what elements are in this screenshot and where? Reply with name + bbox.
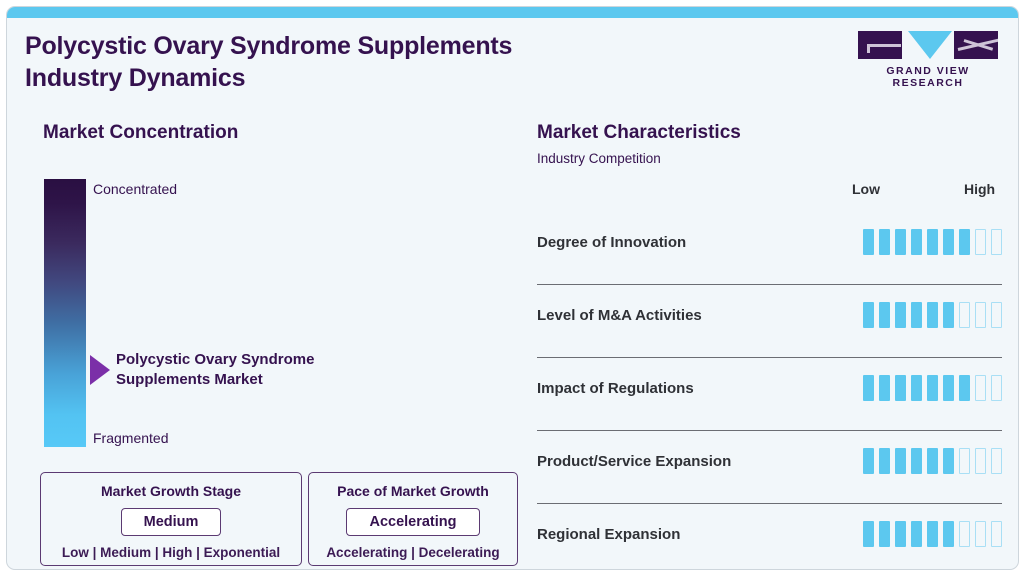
rating-segment-filled xyxy=(927,302,938,328)
market-concentration-heading: Market Concentration xyxy=(43,122,239,143)
rating-segment-filled xyxy=(911,229,922,255)
rating-segment-filled xyxy=(943,375,954,401)
row-divider xyxy=(537,429,1002,431)
rating-segment-filled xyxy=(895,521,906,547)
market-position-pointer-icon xyxy=(90,355,110,385)
rating-segment-empty xyxy=(959,521,970,547)
rating-segment-empty xyxy=(991,448,1002,474)
market-characteristic-rating-bars xyxy=(863,229,1002,255)
market-characteristic-row-inner: Regional Expansion xyxy=(537,504,1002,564)
rating-segment-empty xyxy=(991,521,1002,547)
rating-segment-empty xyxy=(975,521,986,547)
rating-segment-filled xyxy=(911,302,922,328)
market-characteristic-label: Degree of Innovation xyxy=(537,233,687,251)
market-characteristic-row-inner: Degree of Innovation xyxy=(537,212,1002,272)
market-characteristic-label: Level of M&A Activities xyxy=(537,306,702,324)
pace-of-market-growth-scale: Accelerating | Decelerating xyxy=(326,545,500,560)
rating-segment-filled xyxy=(943,302,954,328)
rating-segment-empty xyxy=(959,448,970,474)
brand-logo: GRAND VIEW RESEARCH xyxy=(852,31,1004,89)
market-growth-stage-value: Medium xyxy=(120,508,222,536)
market-characteristic-label: Regional Expansion xyxy=(537,525,681,543)
market-characteristic-row: Degree of Innovation xyxy=(537,212,1002,285)
concentration-bottom-label: Fragmented xyxy=(93,430,169,446)
market-characteristic-label: Product/Service Expansion xyxy=(537,452,732,470)
rating-segment-empty xyxy=(991,302,1002,328)
top-accent-bar xyxy=(7,7,1018,18)
page-title-line-1: Polycystic Ovary Syndrome Supplements xyxy=(25,32,513,60)
logo-right-block-icon xyxy=(954,31,998,59)
rating-segment-filled xyxy=(879,521,890,547)
concentration-top-label: Concentrated xyxy=(93,181,178,197)
rating-segment-filled xyxy=(911,521,922,547)
market-characteristics-subheading: Industry Competition xyxy=(537,151,661,166)
market-characteristic-row-inner: Product/Service Expansion xyxy=(537,431,1002,491)
row-divider xyxy=(537,356,1002,358)
market-characteristics-heading: Market Characteristics xyxy=(537,122,741,143)
rating-segment-empty xyxy=(975,229,986,255)
page-title-line-2: Industry Dynamics xyxy=(25,64,246,92)
market-growth-stage-box: Market Growth Stage Medium Low | Medium … xyxy=(40,472,302,566)
rating-segment-filled xyxy=(863,448,874,474)
scale-label-low: Low xyxy=(852,181,880,197)
logo-triangle-icon xyxy=(908,31,952,59)
row-divider xyxy=(537,283,1002,285)
rating-segment-filled xyxy=(895,229,906,255)
market-characteristic-row: Product/Service Expansion xyxy=(537,431,1002,504)
rating-segment-empty xyxy=(975,302,986,328)
rating-segment-empty xyxy=(991,375,1002,401)
infographic-card: Polycystic Ovary Syndrome Supplements In… xyxy=(6,6,1019,570)
rating-segment-filled xyxy=(911,448,922,474)
market-characteristic-row: Impact of Regulations xyxy=(537,358,1002,431)
rating-segment-filled xyxy=(927,448,938,474)
market-characteristic-row: Level of M&A Activities xyxy=(537,285,1002,358)
rating-segment-filled xyxy=(927,229,938,255)
logo-marks xyxy=(852,31,1004,59)
market-growth-stage-title: Market Growth Stage xyxy=(100,483,242,499)
rating-segment-filled xyxy=(863,302,874,328)
market-characteristic-label: Impact of Regulations xyxy=(537,379,694,397)
rating-segment-filled xyxy=(879,448,890,474)
pace-of-market-growth-title: Pace of Market Growth xyxy=(337,483,489,499)
rating-segment-filled xyxy=(895,375,906,401)
rating-segment-filled xyxy=(927,375,938,401)
rating-segment-filled xyxy=(943,448,954,474)
rating-segment-empty xyxy=(991,229,1002,255)
market-growth-stage-scale: Low | Medium | High | Exponential xyxy=(61,545,281,560)
rating-segment-empty xyxy=(959,302,970,328)
market-characteristic-rating-bars xyxy=(863,375,1002,401)
rating-segment-filled xyxy=(895,448,906,474)
rating-segment-filled xyxy=(911,375,922,401)
pace-of-market-growth-box: Pace of Market Growth Accelerating Accel… xyxy=(308,472,518,566)
market-characteristic-row: Regional Expansion xyxy=(537,504,1002,569)
rating-segment-filled xyxy=(863,229,874,255)
row-divider xyxy=(537,502,1002,504)
pace-of-market-growth-value: Accelerating xyxy=(346,508,480,536)
rating-segment-filled xyxy=(943,521,954,547)
rating-segment-filled xyxy=(863,375,874,401)
rating-segment-filled xyxy=(959,375,970,401)
rating-segment-filled xyxy=(895,302,906,328)
market-characteristic-row-inner: Impact of Regulations xyxy=(537,358,1002,418)
rating-segment-filled xyxy=(863,521,874,547)
rating-segment-filled xyxy=(927,521,938,547)
rating-segment-empty xyxy=(975,375,986,401)
market-characteristic-rating-bars xyxy=(863,448,1002,474)
market-characteristic-row-inner: Level of M&A Activities xyxy=(537,285,1002,345)
rating-segment-filled xyxy=(879,229,890,255)
rating-segment-filled xyxy=(959,229,970,255)
rating-segment-filled xyxy=(943,229,954,255)
scale-label-high: High xyxy=(964,181,996,197)
rating-segment-empty xyxy=(975,448,986,474)
market-position-label: Polycystic Ovary Syndrome Supplements Ma… xyxy=(116,351,315,389)
rating-segment-filled xyxy=(879,302,890,328)
market-characteristic-rating-bars xyxy=(863,521,1002,547)
logo-wordmark: GRAND VIEW RESEARCH xyxy=(886,65,970,89)
logo-left-block-icon xyxy=(858,31,902,59)
page-title: Polycystic Ovary Syndrome Supplements In… xyxy=(25,30,645,94)
concentration-gradient-bar xyxy=(44,179,86,447)
market-characteristic-rating-bars xyxy=(863,302,1002,328)
rating-segment-filled xyxy=(879,375,890,401)
